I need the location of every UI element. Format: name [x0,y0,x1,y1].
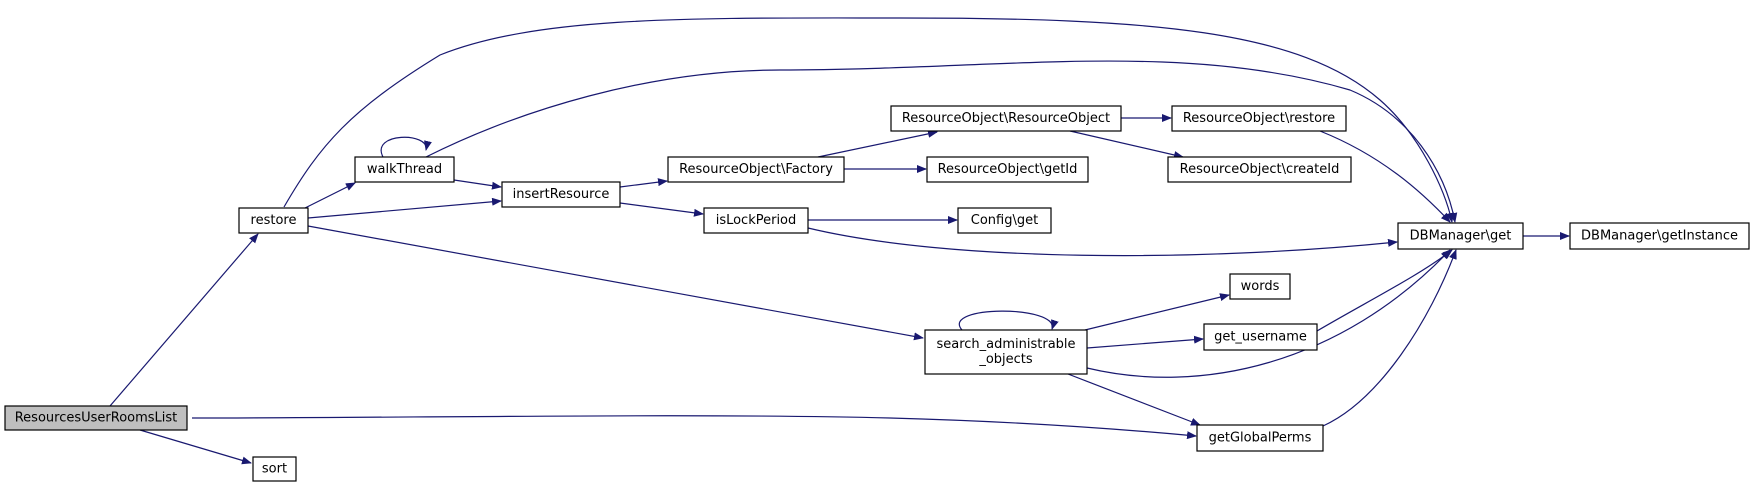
node-label: sort [262,462,287,477]
edge-search-administrable-objects-to-get-username [1086,335,1204,349]
edge-search-administrable-objects-to-getglobalperms [1067,373,1201,426]
edge-getglobalperms-to-dbmanager-get [1322,249,1457,427]
edge-walkthread-to-walkthread [380,136,432,158]
node-box [1196,424,1324,452]
edge-walkthread-to-insertresource [453,179,502,190]
node-label: walkThread [367,162,442,177]
edge-restore-to-search-administrable-objects [307,225,924,341]
node-label: insertResource [513,187,610,202]
node-label: restore [251,213,297,228]
node-resourceobject-getid[interactable]: ResourceObject\getId [926,156,1089,183]
edge-restore-to-insertresource [307,197,502,219]
node-label: Config\get [971,213,1038,228]
edge-resourceobject-factory-to-resourceobject-resourceobject [817,129,938,158]
edge-restore-to-dbmanager-get [283,17,1454,223]
node-box [1171,105,1347,132]
edges-layer [109,17,1570,465]
edge-resourcesuserroomslist-to-restore [109,233,259,407]
node-box [703,207,809,234]
node-box [354,156,455,183]
node-islockperiod[interactable]: isLockPeriod [703,207,809,234]
node-label: search_administrable [936,337,1075,352]
node-config-get[interactable]: Config\get [957,207,1052,234]
edge-get-username-to-dbmanager-get [1316,249,1453,332]
node-dbmanager-getinstance[interactable]: DBManager\getInstance [1569,222,1750,250]
node-restore[interactable]: restore [238,207,309,234]
edge-resourcesuserroomslist-to-getglobalperms [191,415,1197,440]
node-insertresource[interactable]: insertResource [501,181,621,208]
node-label: _objects [978,352,1033,367]
node-box [890,105,1122,132]
node-box [1203,323,1318,351]
node-sort[interactable]: sort [252,456,297,482]
node-search-administrable-objects[interactable]: search_administrable_objects [924,329,1088,375]
node-box [1397,222,1524,250]
edge-resourcesuserroomslist-to-sort [139,429,252,465]
edge-resourceobject-resourceobject-to-resourceobject-createid [1069,130,1184,159]
edge-resourceobject-restore-to-dbmanager-get [1319,130,1451,223]
node-resourceobject-resourceobject[interactable]: ResourceObject\ResourceObject [890,105,1122,132]
node-box [926,156,1089,183]
node-walkthread[interactable]: walkThread [354,156,455,183]
node-label: getGlobalPerms [1209,431,1312,446]
node-box [1167,156,1352,183]
node-get-username[interactable]: get_username [1203,323,1318,351]
node-label: ResourceObject\ResourceObject [902,111,1110,126]
node-label: ResourceObject\createId [1180,162,1340,177]
node-getglobalperms[interactable]: getGlobalPerms [1196,424,1324,452]
edge-search-administrable-objects-to-words [1084,293,1230,331]
edge-restore-to-walkthread [304,182,356,209]
edge-search-administrable-objects-to-search-administrable-objects [958,310,1059,331]
edge-walkthread-to-dbmanager-get [425,60,1458,223]
node-box [1229,273,1291,300]
node-label: ResourceObject\getId [938,162,1078,177]
node-box [252,456,297,482]
node-label: isLockPeriod [716,213,797,228]
node-words[interactable]: words [1229,273,1291,300]
node-resourceobject-factory[interactable]: ResourceObject\Factory [667,156,845,183]
edge-islockperiod-to-dbmanager-get [807,227,1398,257]
node-label: ResourcesUserRoomsList [15,411,178,426]
node-label: ResourceObject\Factory [679,162,833,177]
node-dbmanager-get[interactable]: DBManager\get [1397,222,1524,250]
node-resourceobject-createid[interactable]: ResourceObject\createId [1167,156,1352,183]
node-label: get_username [1214,330,1307,345]
node-resourceobject-restore[interactable]: ResourceObject\restore [1171,105,1347,132]
node-label: DBManager\get [1410,229,1512,244]
edge-insertresource-to-islockperiod [619,202,704,217]
node-box [1569,222,1750,250]
node-box [501,181,621,208]
nodes-layer: ResourcesUserRoomsList restore sort walkThr… [4,105,1750,482]
node-box [238,207,309,234]
node-label: DBManager\getInstance [1581,229,1738,244]
node-box [667,156,845,183]
node-box [924,329,1088,375]
edge-insertresource-to-resourceobject-factory [619,178,668,188]
node-box [4,405,188,431]
node-label: ResourceObject\restore [1183,111,1335,126]
node-label: words [1241,279,1280,294]
node-box [957,207,1052,234]
edge-search-administrable-objects-to-dbmanager-get [1086,249,1451,378]
node-resourcesuserroomslist[interactable]: ResourcesUserRoomsList [4,405,188,431]
